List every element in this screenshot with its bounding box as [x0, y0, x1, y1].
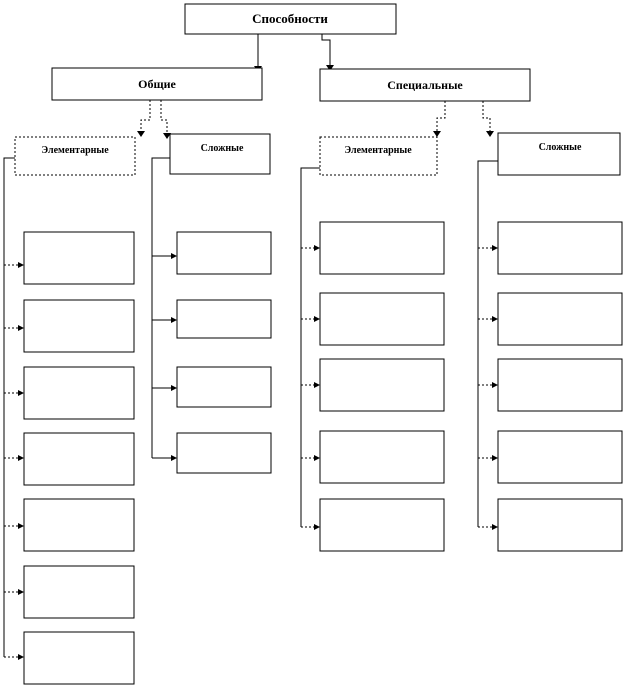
leaf-arrowhead [18, 455, 24, 461]
leaf-arrowhead [171, 253, 177, 259]
general-complex-leaves [152, 231, 272, 474]
leaf-box [497, 221, 623, 275]
connector-general-complex [160, 100, 168, 133]
leaf-arrowhead [314, 524, 320, 530]
leaf-box [23, 498, 135, 552]
leaf-arrowhead [492, 524, 498, 530]
leaf-box [23, 432, 135, 486]
spine-general-complex [151, 157, 170, 458]
arrowhead-special-elementary [433, 131, 441, 137]
leaf-box [497, 358, 623, 412]
general-elementary-leaves [4, 231, 135, 685]
leaf-box [319, 292, 445, 346]
connector-special-elementary [436, 101, 446, 131]
leaf-box [497, 430, 623, 484]
leaf-box [23, 565, 135, 619]
arrowhead-root-special [326, 65, 334, 71]
general-elementary-label: Элементарные [41, 145, 109, 156]
leaf-arrowhead [492, 245, 498, 251]
special-node-label: Специальные [387, 78, 463, 92]
leaf-arrowhead [18, 325, 24, 331]
special-elementary-leaves [301, 221, 445, 552]
leaf-box [497, 498, 623, 552]
leaf-box [176, 231, 272, 275]
leaf-box [23, 299, 135, 353]
leaf-arrowhead [171, 317, 177, 323]
arrowhead-general-elementary [137, 131, 145, 137]
special-complex-box [497, 132, 621, 176]
general-node-box [51, 67, 263, 101]
leaf-arrowhead [18, 654, 24, 660]
leaf-box [176, 366, 272, 408]
leaf-arrowhead [492, 455, 498, 461]
leaf-box [319, 358, 445, 412]
root-node-box [184, 3, 397, 35]
special-elementary-label: Элементарные [344, 145, 412, 156]
leaf-arrowhead [171, 385, 177, 391]
leaf-arrowhead [18, 523, 24, 529]
leaf-box [23, 231, 135, 285]
spine-special-complex [477, 160, 498, 527]
connector-special-complex [482, 101, 491, 131]
arrowhead-special-complex [486, 131, 494, 137]
leaf-box [319, 498, 445, 552]
connector-general-elementary [140, 100, 151, 131]
leaf-arrowhead [314, 316, 320, 322]
special-elementary-box [319, 136, 438, 176]
leaf-arrowhead [18, 589, 24, 595]
special-complex-leaves [478, 221, 623, 552]
leaf-arrowhead [492, 316, 498, 322]
general-complex-box [169, 133, 271, 175]
arrowhead-general-complex [163, 133, 171, 139]
leaf-box [176, 299, 272, 339]
root-node-label: Способности [252, 11, 328, 26]
leaf-box [319, 221, 445, 275]
leaf-box [23, 631, 135, 685]
general-node-label: Общие [138, 77, 176, 91]
leaf-arrowhead [492, 382, 498, 388]
leaf-arrowhead [314, 382, 320, 388]
special-node-box [319, 68, 531, 102]
spine-general-elementary [3, 157, 15, 657]
leaf-arrowhead [314, 245, 320, 251]
leaf-arrowhead [314, 455, 320, 461]
leaf-box [23, 366, 135, 420]
leaf-arrowhead [171, 455, 177, 461]
special-complex-label: Сложные [539, 142, 582, 153]
general-complex-label: Сложные [201, 143, 244, 154]
general-elementary-box [14, 136, 136, 176]
leaf-box [319, 430, 445, 484]
spine-special-elementary [300, 167, 320, 527]
leaf-box [497, 292, 623, 346]
leaf-box [176, 432, 272, 474]
connector-root-special [321, 34, 331, 65]
leaf-arrowhead [18, 262, 24, 268]
leaf-arrowhead [18, 390, 24, 396]
